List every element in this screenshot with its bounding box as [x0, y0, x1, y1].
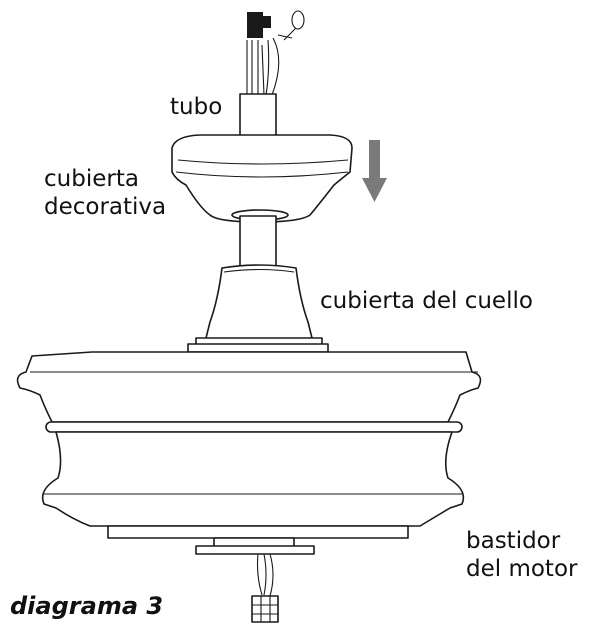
bottom-mount [195, 537, 315, 623]
motor-housing [16, 351, 482, 539]
label-motor-line1: bastidor [466, 528, 561, 554]
downrod-tube [239, 93, 277, 139]
label-motor-line2: del motor [466, 556, 578, 582]
collar-cover [187, 264, 329, 353]
label-tube: tubo [170, 94, 223, 120]
label-collar-cover: cubierta del cuello [320, 288, 533, 314]
label-canopy-line2: decorativa [44, 194, 167, 220]
decorative-canopy [171, 134, 353, 223]
arrow-down-icon [362, 140, 387, 202]
neck [239, 215, 277, 269]
diagram-caption: diagrama 3 [10, 592, 164, 620]
label-canopy-line1: cubierta [44, 166, 139, 192]
wires [246, 10, 305, 96]
